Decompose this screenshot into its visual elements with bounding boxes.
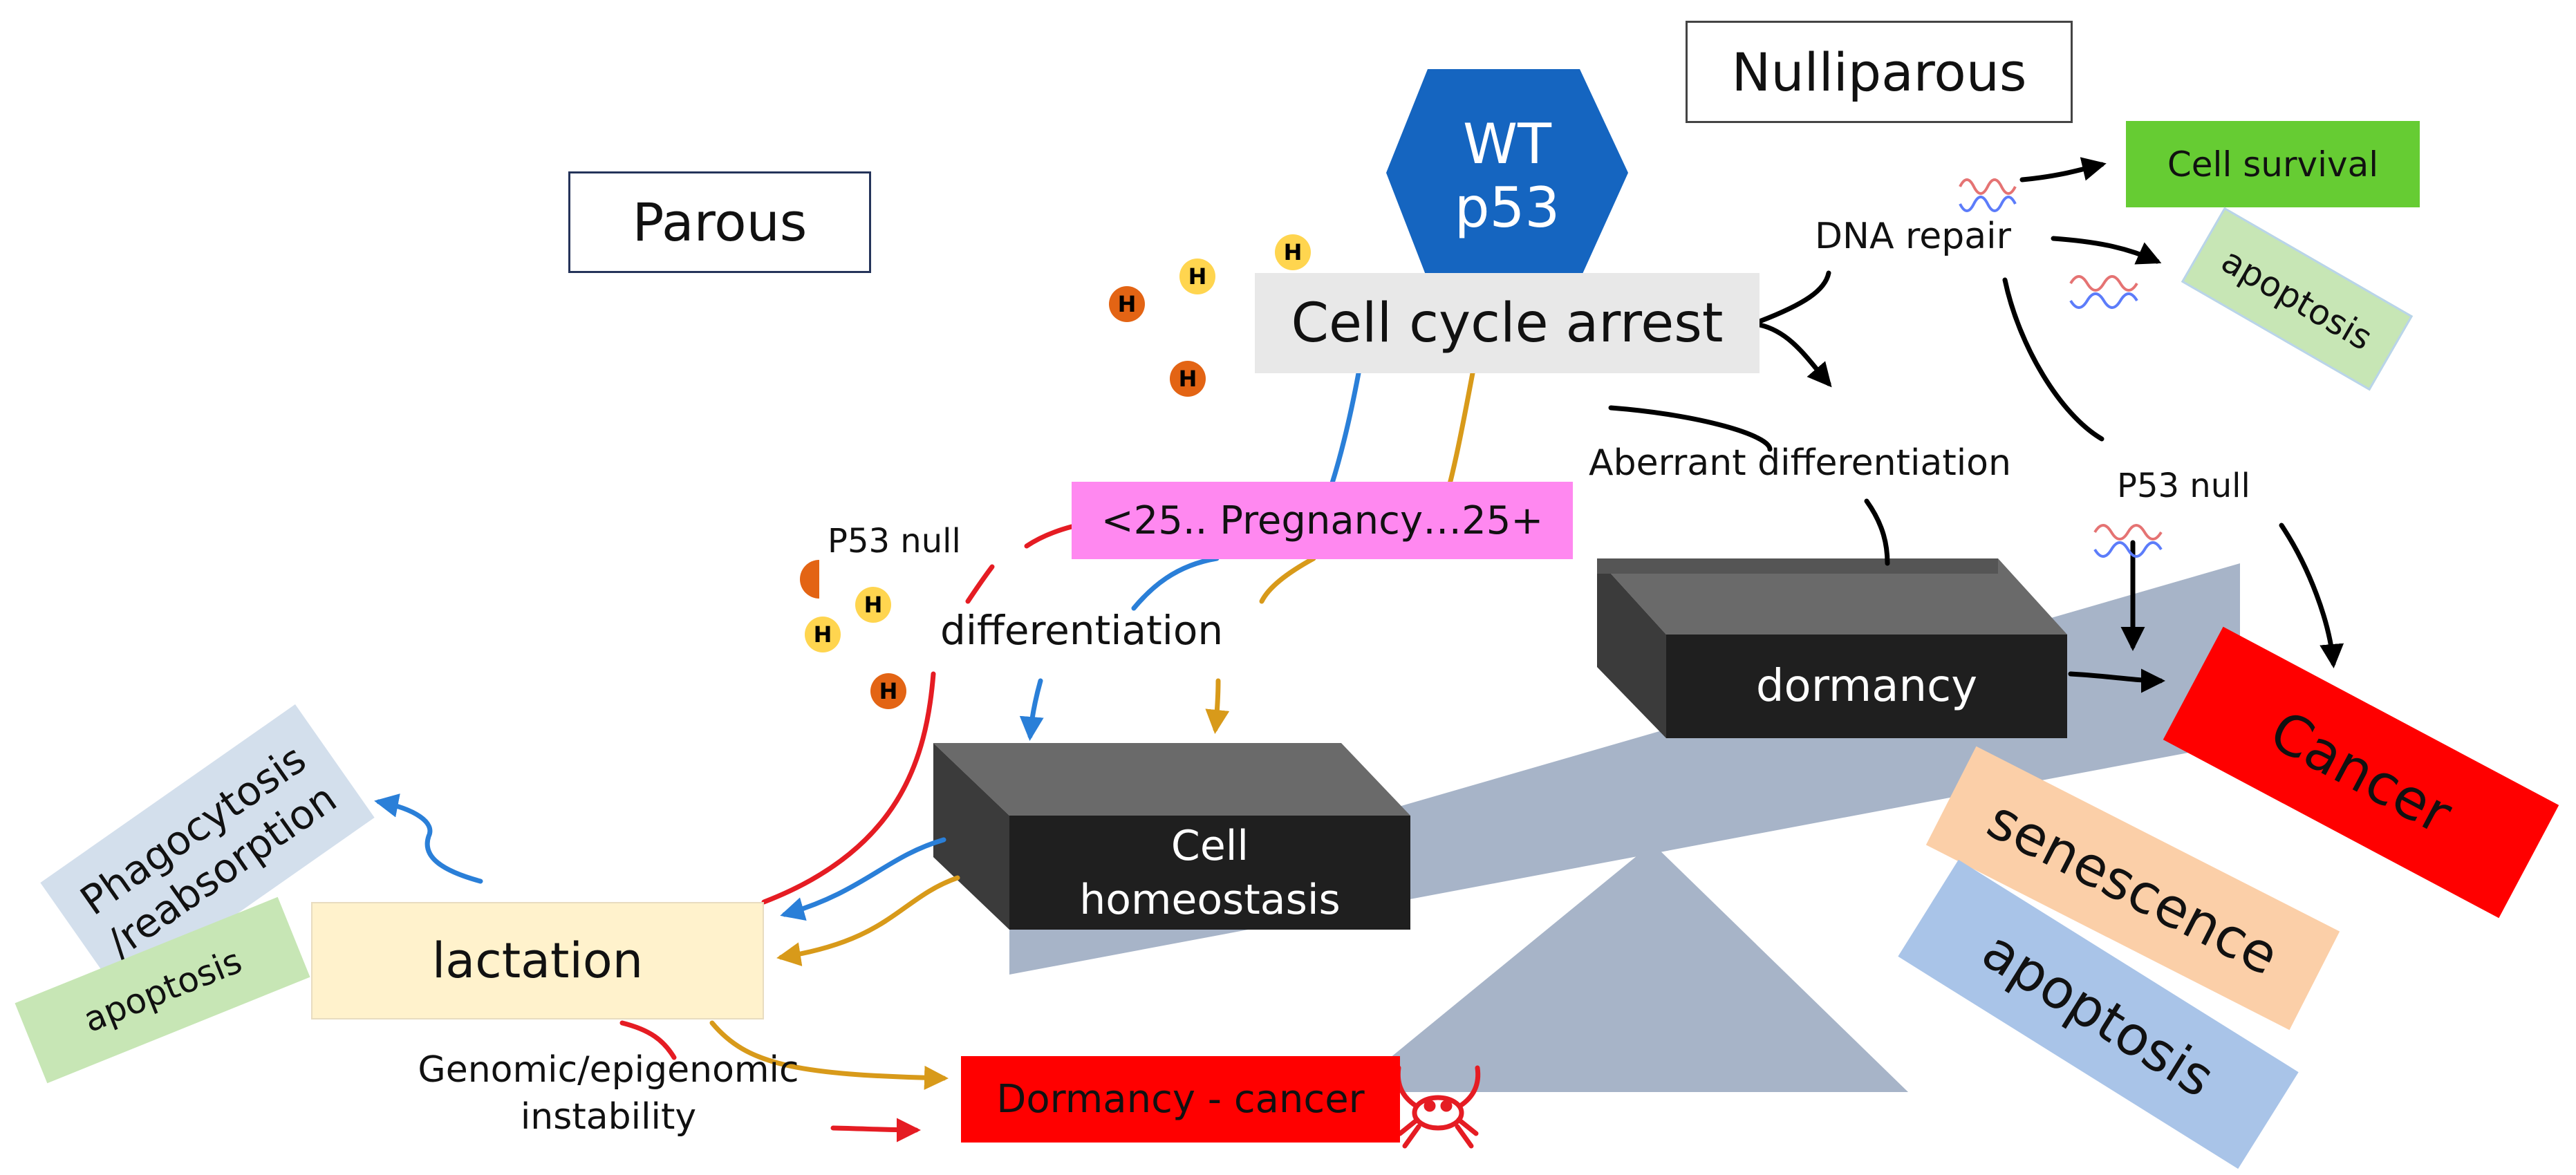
- arrow-arrest-to-dormancy: [1608, 405, 1773, 452]
- aberrant-differentiation-label: Aberrant differentiation: [1589, 442, 2011, 484]
- hormone-icon: H: [870, 673, 906, 709]
- arrow-dna-to-p53null: [2002, 277, 2104, 442]
- red-to-lactation: [761, 671, 936, 905]
- orange-diff-to-homeostasis: [1205, 678, 1230, 734]
- parous-box: Parous: [568, 171, 871, 273]
- red-p53null-dashed: [965, 564, 995, 604]
- cell-homeostasis-block: [933, 743, 1410, 930]
- orange-homeostasis-to-lactation: [776, 875, 960, 966]
- arrow-dormancy-to-cancer: [2068, 668, 2165, 693]
- arrow-p53null-to-cancer-right: [2279, 523, 2344, 668]
- pregnancy-box: <25.. Pregnancy…25+: [1072, 482, 1573, 559]
- hormone-icon: H: [1170, 361, 1206, 397]
- arrow-aberrant-to-dormancy: [1864, 498, 1890, 566]
- dormancy-label: dormancy: [1755, 661, 1978, 712]
- differentiation-label: differentiation: [940, 607, 1224, 654]
- hormone-icon: [800, 560, 819, 599]
- arrow-arrest-to-aberrant: [1757, 322, 1832, 388]
- hormone-icon: H: [855, 587, 891, 623]
- hormone-icon: H: [1179, 258, 1215, 294]
- svg-text:H: H: [1188, 263, 1207, 290]
- svg-text:H: H: [1118, 291, 1137, 317]
- cell-homeostasis-label: Cell homeostasis: [1079, 821, 1341, 924]
- cell-survival-box: Cell survival: [2126, 121, 2420, 207]
- svg-text:H: H: [814, 621, 832, 648]
- dormancy-block: [1597, 558, 2067, 738]
- svg-text:H: H: [1284, 239, 1303, 265]
- arrow-dna-to-survival: [2019, 157, 2107, 182]
- dna-icon: [1959, 178, 2017, 212]
- blue-pregnancy-to-differentiation: [1131, 556, 1220, 611]
- dna-icon: [2093, 524, 2163, 558]
- genomic-instability-label: Genomic/epigenomic instability: [418, 1049, 799, 1138]
- hormone-icon: H: [1109, 286, 1145, 322]
- dna-icon: [2069, 275, 2138, 309]
- blue-homeostasis-to-lactation: [780, 837, 946, 921]
- red-pregnancy-to-p53null: [1024, 524, 1074, 549]
- svg-text:H: H: [1179, 366, 1197, 392]
- dna-repair-label: DNA repair: [1815, 216, 2011, 257]
- nulliparous-box: Nulliparous: [1686, 21, 2073, 123]
- wt-p53-hexagon: [1386, 69, 1628, 280]
- red-lactation-to-genomic: [619, 1020, 677, 1060]
- svg-text:H: H: [879, 678, 898, 704]
- lactation-box: lactation: [311, 902, 764, 1019]
- p53-null-right-label: P53 null: [2117, 467, 2250, 505]
- hormone-icon: H: [1275, 234, 1311, 270]
- hormone-icon: H: [805, 617, 841, 652]
- blue-diff-to-homeostasis: [1019, 678, 1044, 741]
- red-genomic-to-dormancy-cancer: [830, 1118, 921, 1143]
- dna-icons: [1959, 178, 2163, 558]
- blue-lactation-to-phagocytosis: [374, 793, 483, 884]
- cell-cycle-arrest-box: Cell cycle arrest: [1255, 273, 1760, 373]
- arrow-arrest-to-dna-repair: [1757, 270, 1831, 324]
- svg-text:H: H: [864, 592, 883, 618]
- dormancy-cancer-box: Dormancy - cancer: [961, 1056, 1400, 1143]
- hormone-icons: H H H H H H H: [800, 234, 1311, 709]
- orange-lactation-to-dormancy-cancer: [709, 1020, 949, 1090]
- orange-pregnancy-to-diff: [1259, 556, 1316, 604]
- p53-null-left-label: P53 null: [828, 522, 961, 561]
- wt-p53-label: WT p53: [1454, 112, 1560, 240]
- balance-fulcrum: [1348, 843, 1908, 1092]
- arrow-dna-to-apoptosis: [2051, 236, 2162, 265]
